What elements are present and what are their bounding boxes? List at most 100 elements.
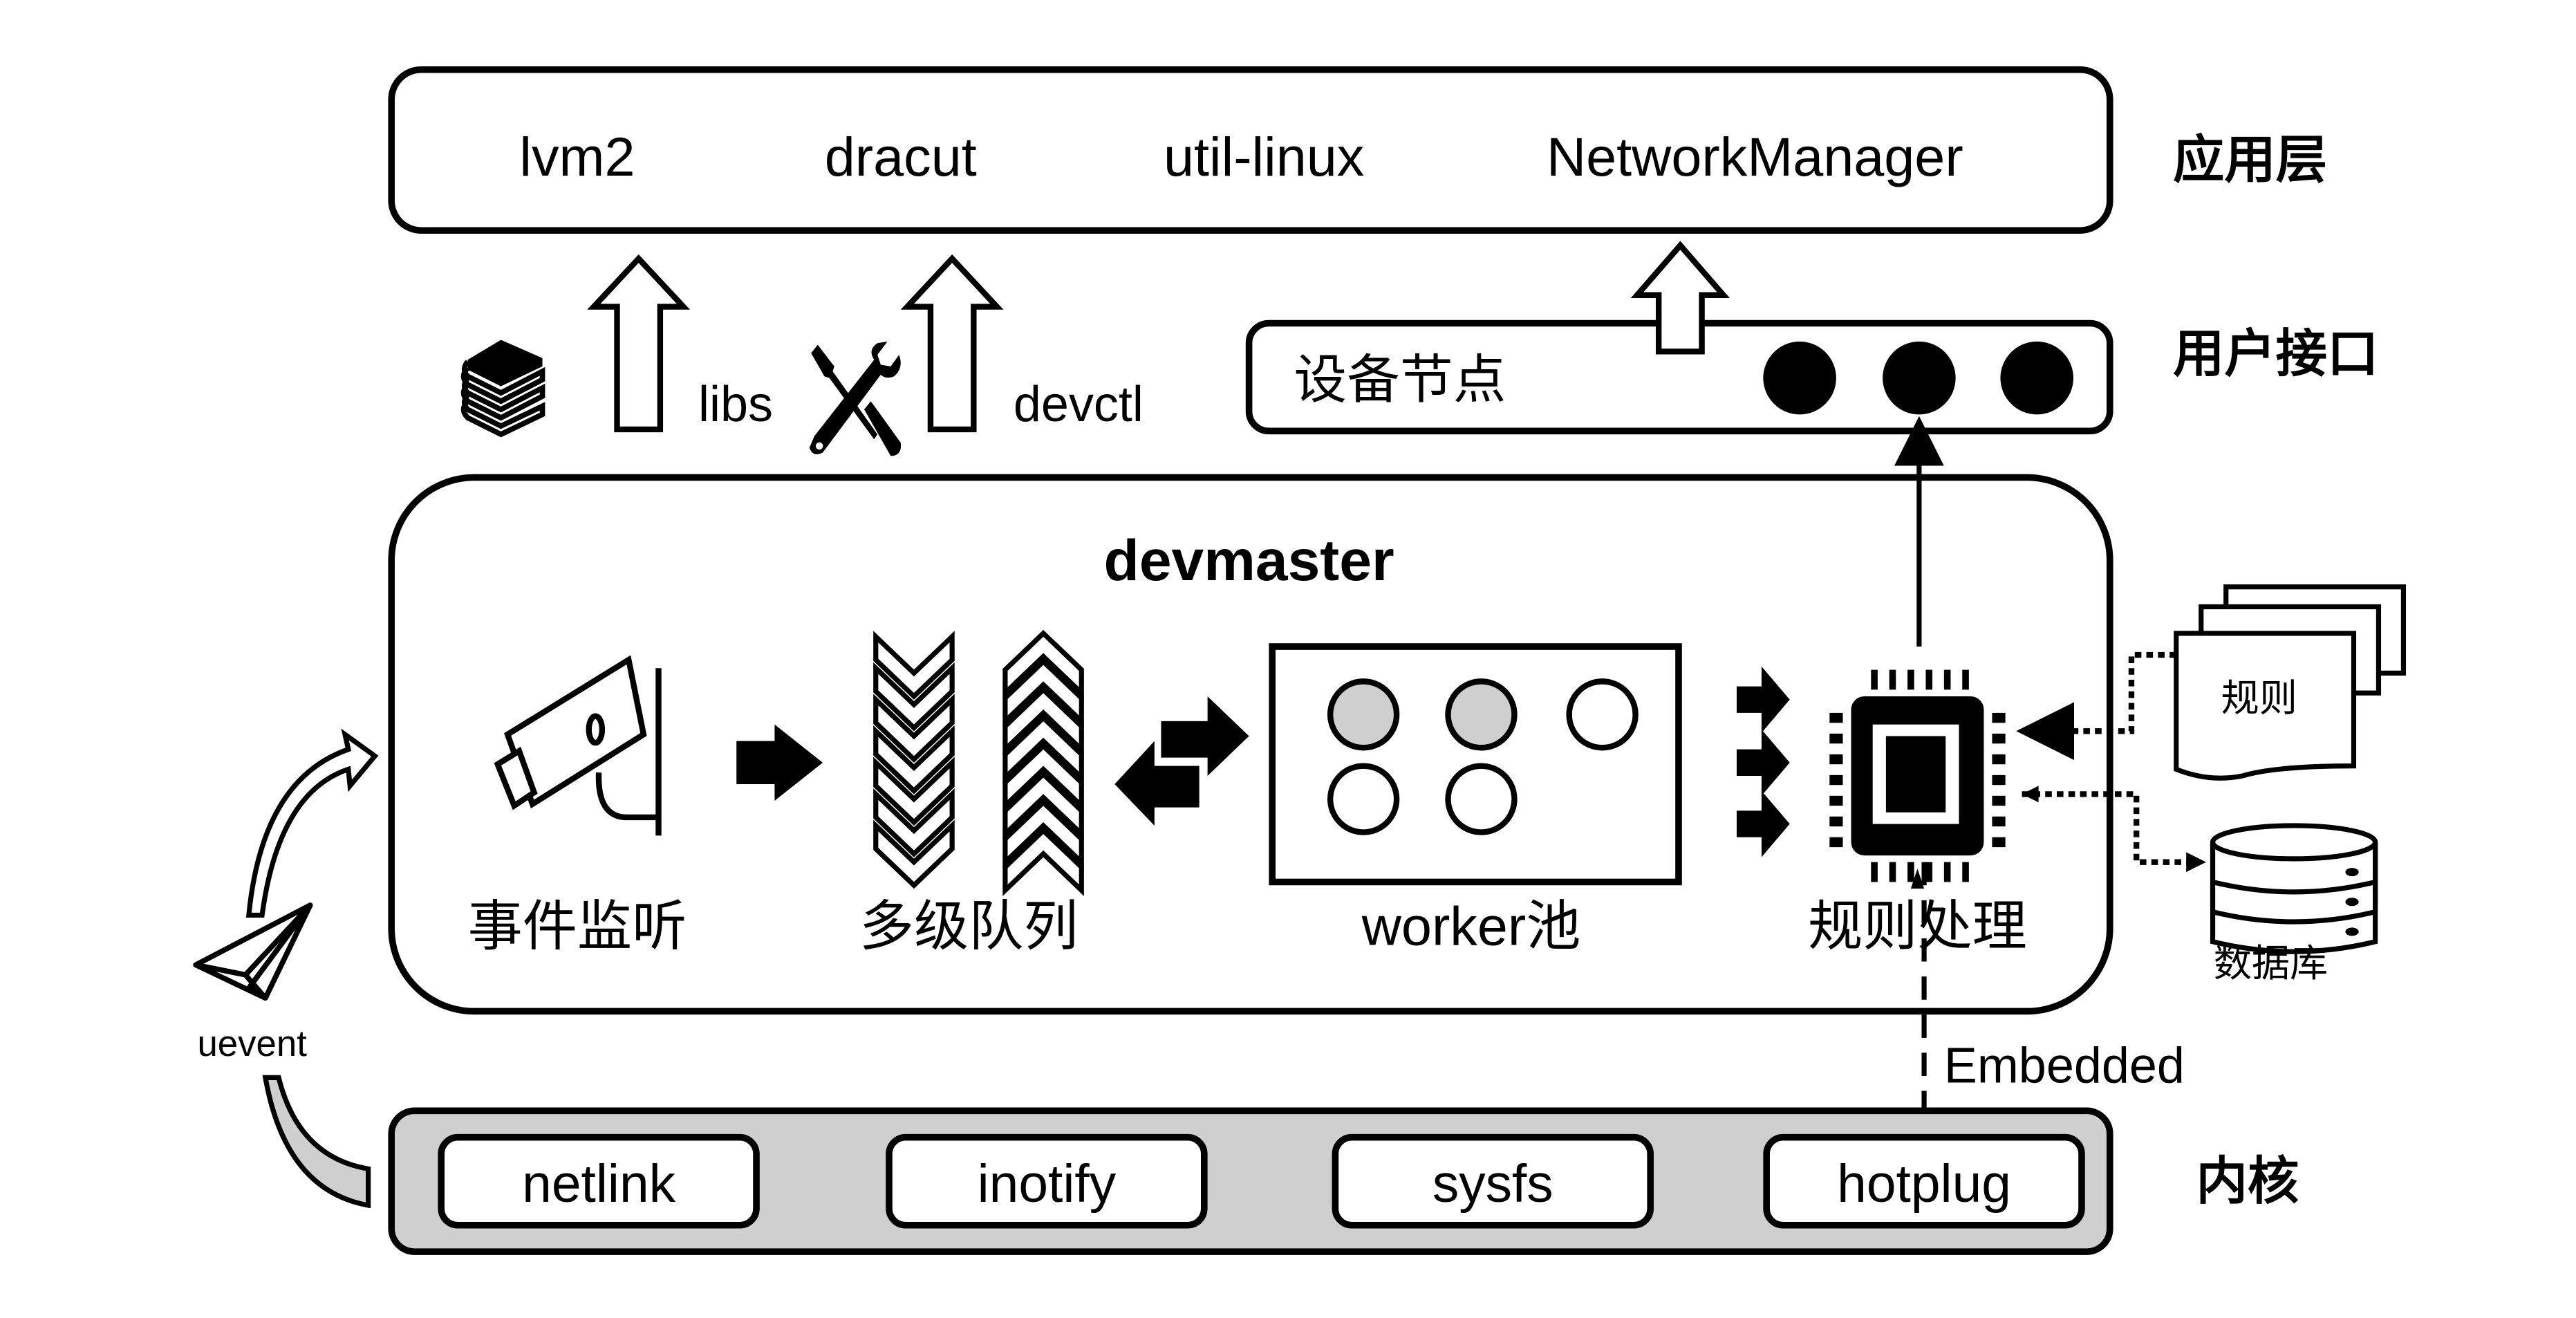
kernel-module-label: hotplug bbox=[1837, 1155, 2011, 1214]
device-node-3 bbox=[2000, 341, 2073, 415]
queue-up-chevron bbox=[1002, 629, 1084, 699]
kernel-module-label: sysfs bbox=[1432, 1155, 1553, 1214]
rules-label: 规则 bbox=[2221, 677, 2297, 720]
queue-up-chevron bbox=[1002, 658, 1084, 727]
uevent-label: uevent bbox=[197, 1023, 307, 1064]
kernel-modules: netlink inotify sysfs hotplug bbox=[438, 1133, 2085, 1229]
app-dracut: dracut bbox=[825, 126, 977, 187]
chip-pin bbox=[1907, 669, 1914, 690]
layer-label-user-interface: 用户接口 bbox=[2173, 325, 2378, 382]
queue-up-chevron bbox=[1002, 770, 1084, 840]
kernel-module-inotify: inotify bbox=[886, 1133, 1208, 1229]
embedded-label: Embedded bbox=[1944, 1039, 2185, 1094]
worker-busy bbox=[1327, 678, 1400, 751]
to-worker-arrow bbox=[1161, 696, 1249, 777]
chip-pin bbox=[1829, 837, 1843, 848]
queue-worker-exchange-arrows bbox=[1114, 696, 1249, 826]
queue-up-chevron bbox=[1002, 799, 1084, 869]
chip-database-arrowhead-right bbox=[2186, 852, 2206, 873]
chip-pin bbox=[1829, 774, 1843, 786]
embedded-arrowhead bbox=[1910, 869, 1925, 889]
queue-down-chevron bbox=[873, 819, 955, 889]
chip-pin bbox=[1907, 862, 1914, 882]
listener-to-queue-arrow bbox=[736, 724, 823, 801]
chip-database-arrowhead-left bbox=[2022, 786, 2039, 803]
queue-up-chevron bbox=[1002, 714, 1084, 783]
rules-document-icon: 规则 bbox=[2174, 584, 2407, 781]
worker-idle bbox=[1327, 763, 1400, 835]
queue-up-chevron bbox=[1002, 742, 1084, 812]
chip-pin bbox=[1943, 862, 1951, 882]
cpu-chip-icon bbox=[1829, 669, 2006, 889]
devmaster-title: devmaster bbox=[1104, 528, 1394, 593]
chip-pin bbox=[1992, 712, 2006, 723]
chip-pin bbox=[1829, 816, 1843, 827]
worker-busy bbox=[1445, 678, 1518, 751]
kernel-module-box bbox=[438, 1133, 760, 1229]
tools-icon bbox=[809, 341, 902, 456]
worker-pool-icon bbox=[1269, 643, 1682, 886]
kernel-module-box bbox=[1332, 1133, 1654, 1229]
chevron-queue-icon bbox=[873, 629, 1084, 896]
surveillance-camera-icon bbox=[494, 655, 662, 836]
device-nodes-label: 设备节点 bbox=[1294, 351, 1506, 409]
kernel-module-label: inotify bbox=[978, 1155, 1117, 1214]
device-node-to-app-arrow bbox=[1630, 241, 1730, 355]
libs-arrow bbox=[587, 254, 691, 433]
chip-pin bbox=[1829, 795, 1843, 806]
queue-down-chevron bbox=[873, 725, 955, 795]
chip-pin bbox=[1829, 754, 1843, 765]
device-node-2 bbox=[1883, 341, 1956, 415]
chip-pin bbox=[1992, 795, 2006, 806]
chip-pin bbox=[1992, 733, 2006, 744]
layer-label-kernel: 内核 bbox=[2196, 1152, 2299, 1209]
chip-pin bbox=[1962, 669, 1969, 690]
worker-pool-label: worker池 bbox=[1361, 895, 1581, 957]
chip-pin bbox=[1992, 837, 2006, 848]
kernel-module-box bbox=[1763, 1133, 2085, 1229]
device-node-1 bbox=[1763, 341, 1836, 415]
devctl-arrow bbox=[900, 254, 1004, 433]
database-label: 数据库 bbox=[2214, 942, 2328, 985]
libs-label: libs bbox=[698, 377, 773, 432]
chip-pin bbox=[1992, 774, 2006, 786]
chip-pin bbox=[1871, 862, 1878, 882]
event-listener-label: 事件监听 bbox=[468, 895, 687, 957]
chip-pin bbox=[1962, 862, 1969, 882]
worker-idle bbox=[1566, 678, 1639, 751]
kernel-module-hotplug: hotplug bbox=[1763, 1133, 2085, 1229]
queue-down-chevron bbox=[873, 788, 955, 857]
app-util-linux: util-linux bbox=[1164, 126, 1364, 187]
uevent-flow: uevent bbox=[193, 728, 379, 1209]
queue-down-chevron bbox=[873, 631, 955, 700]
device-nodes-box: 设备节点 bbox=[1245, 319, 2113, 435]
kernel-module-sysfs: sysfs bbox=[1332, 1133, 1654, 1229]
queue-down-chevron bbox=[873, 662, 955, 732]
chip-pin bbox=[1943, 669, 1951, 690]
queue-down-chevron bbox=[873, 694, 955, 763]
chip-pin bbox=[1889, 669, 1896, 690]
multi-level-queue-label: 多级队列 bbox=[859, 895, 1079, 957]
app-lvm2: lvm2 bbox=[519, 126, 635, 187]
queue-down-chevron bbox=[873, 757, 955, 826]
books-icon bbox=[460, 340, 545, 438]
queue-up-chevron bbox=[1002, 827, 1084, 896]
rules-to-chip-dotted-arrow bbox=[2016, 651, 2176, 761]
app-networkmanager: NetworkManager bbox=[1547, 126, 1963, 187]
chip-pin bbox=[1829, 712, 1843, 723]
layer-label-application: 应用层 bbox=[2173, 131, 2327, 189]
worker-idle bbox=[1445, 763, 1518, 835]
chip-pin bbox=[1992, 816, 2006, 827]
application-layer: lvm2 dracut util-linux NetworkManager bbox=[388, 66, 2113, 234]
kernel-module-label: netlink bbox=[522, 1155, 676, 1214]
rule-processing-label: 规则处理 bbox=[1808, 895, 2027, 957]
worker-to-rules-arrows bbox=[1736, 666, 1790, 857]
devctl-label: devctl bbox=[1014, 377, 1144, 432]
to-queue-arrow bbox=[1114, 741, 1200, 826]
chip-pin bbox=[1889, 862, 1896, 882]
database-icon bbox=[2210, 823, 2378, 954]
chip-pin bbox=[1992, 754, 2006, 765]
kernel-module-box bbox=[886, 1133, 1208, 1229]
